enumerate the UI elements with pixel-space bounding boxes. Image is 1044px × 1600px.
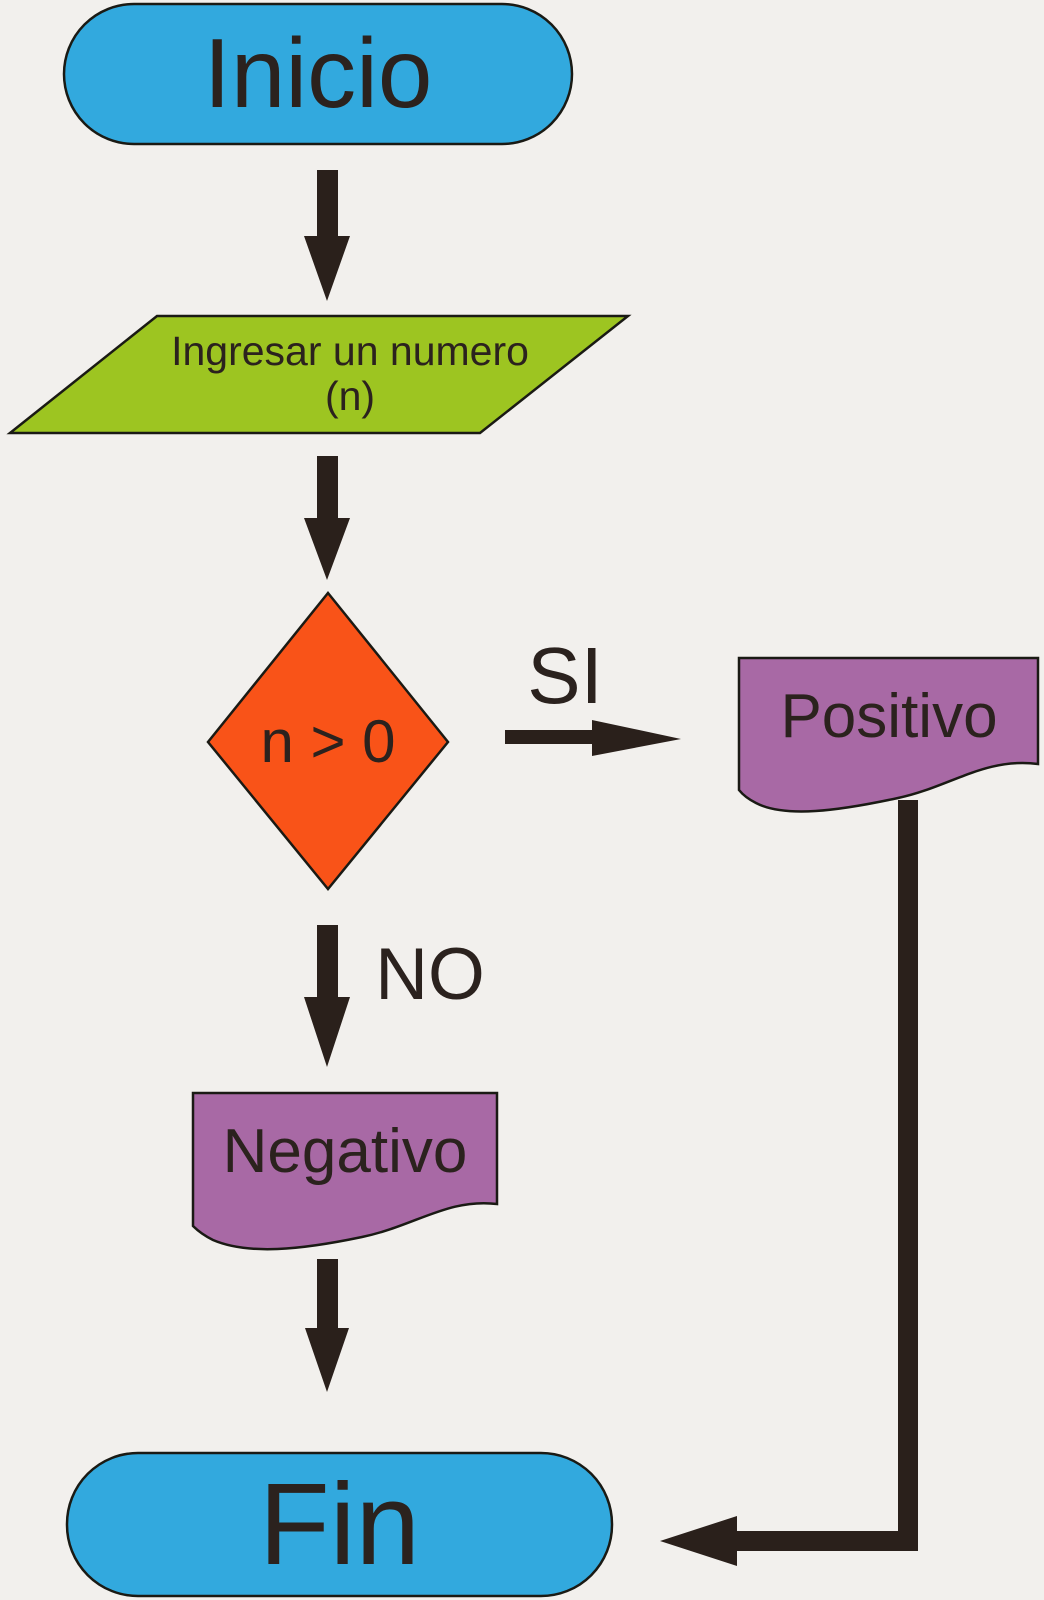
end-terminator-shape <box>65 1451 614 1598</box>
arrow-down-start-to-input-icon <box>304 170 350 301</box>
input-parallelogram-shape <box>6 314 632 435</box>
arrow-right-decision-to-positive-icon <box>505 720 681 756</box>
input-node-label-line1: Ingresar un numero <box>171 327 529 374</box>
edge-label-no: NO <box>375 934 485 1016</box>
start-terminator-shape <box>62 2 574 146</box>
negative-document-shape <box>191 1091 499 1251</box>
connector-positive-to-end-icon <box>660 800 918 1566</box>
end-node-label: Fin <box>258 1458 421 1589</box>
arrow-down-decision-to-negative-icon <box>304 925 350 1067</box>
negative-node-label: Negativo <box>222 1116 468 1186</box>
decision-diamond-shape <box>206 591 450 891</box>
arrow-down-input-to-decision-icon <box>304 456 350 580</box>
input-node-label-line2: (n) <box>324 373 376 419</box>
input-node-label: Ingresar un numero (n) <box>70 320 630 428</box>
start-node-label: Inicio <box>203 18 433 129</box>
positive-node-label: Positivo <box>780 681 998 751</box>
decision-node-label: n > 0 <box>260 708 396 775</box>
arrow-down-negative-to-end-icon <box>305 1259 349 1392</box>
positive-document-shape <box>737 656 1040 813</box>
edge-label-yes: SI <box>527 630 603 720</box>
